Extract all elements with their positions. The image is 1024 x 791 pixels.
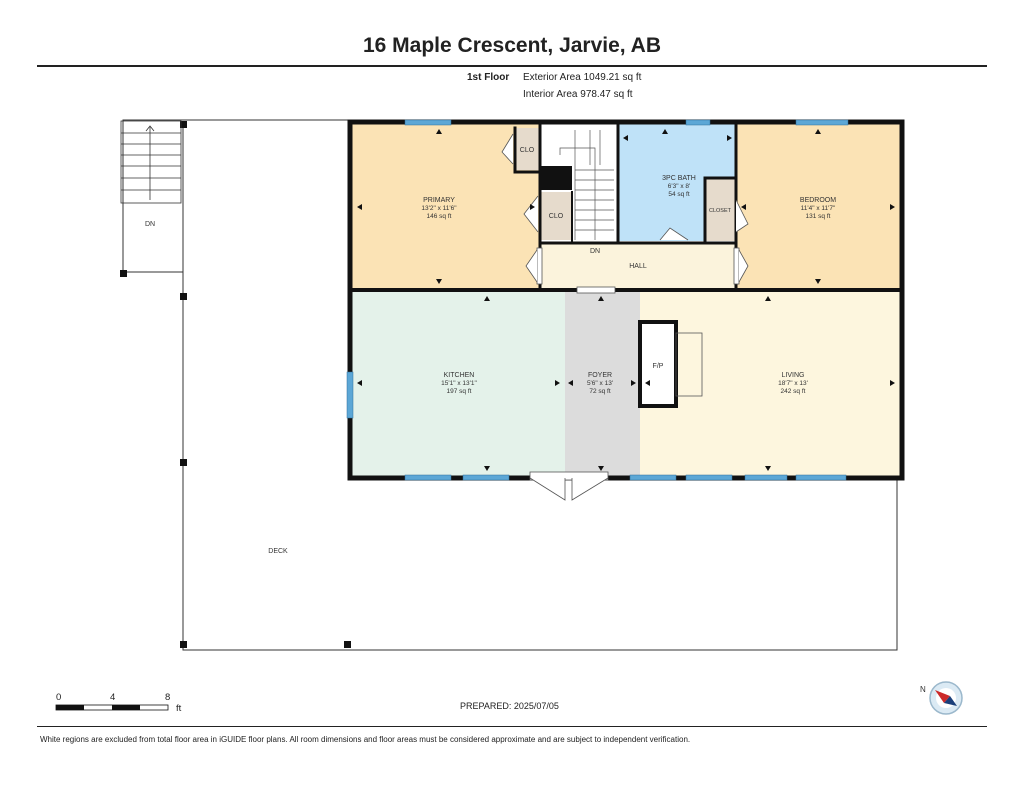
kitchen-room [352,292,565,476]
kitchen-dims: 15'1" x 13'1" [441,380,477,387]
primary-name: PRIMARY [423,197,455,204]
bedroom-area: 131 sq ft [806,213,831,220]
living-room [640,292,900,476]
header-rule [37,65,987,67]
clo2-name: CLO [549,213,564,220]
hall-name: HALL [629,263,647,270]
clo1-closet [515,128,541,170]
interior-area: Interior Area 978.47 sq ft [523,89,633,100]
kitchen-area: 197 sq ft [447,388,472,395]
foyer-room [565,292,640,476]
closet-closet [705,178,736,241]
prepared-date: PREPARED: 2025/07/05 [460,701,559,711]
clo1-name: CLO [520,147,535,154]
floor-label: 1st Floor [467,72,510,83]
dimension-ticks [357,129,895,471]
primary-area: 146 sq ft [427,213,452,220]
disclaimer: White regions are excluded from total fl… [40,735,691,744]
scale-bar [55,704,169,711]
exterior-area: Exterior Area 1049.21 sq ft [523,72,642,83]
bath-name: 3PC BATH [662,175,696,182]
living-dims: 18'7" x 13' [778,380,808,387]
bedroom-name: BEDROOM [800,197,836,204]
scale-tick-4: 4 [110,692,116,703]
hearth [675,332,703,397]
interior-stairs [559,130,614,240]
hall-room [540,244,736,289]
deck-posts [120,121,351,648]
stairs-dn-inner: DN [590,248,600,255]
doors [501,133,749,501]
stairs-dn-outer: DN [145,221,155,228]
room-labels: PRIMARY 13'2" x 11'6" 146 sq ft 3PC BATH… [145,147,836,555]
footer-rule [37,726,987,727]
page-title: 16 Maple Crescent, Jarvie, AB [362,34,662,57]
windows [346,119,849,481]
scale-unit: ft [176,703,182,714]
clo2-closet [540,192,572,240]
bedroom-room [736,124,900,289]
living-area: 242 sq ft [781,388,806,395]
kitchen-name: KITCHEN [444,372,475,379]
compass-icon: N [920,681,963,715]
scale-tick-0: 0 [56,692,62,703]
living-name: LIVING [782,372,805,379]
closet-name: CLOSET [709,208,732,214]
scale-tick-8: 8 [165,692,171,703]
fireplace-name: F/P [653,363,664,370]
primary-dims: 13'2" x 11'6" [421,205,457,212]
foyer-area: 72 sq ft [589,388,611,395]
foyer-name: FOYER [588,372,612,379]
foyer-dims: 5'6" x 13' [587,380,613,387]
bedroom-dims: 11'4" x 11'7" [801,205,836,212]
bath-dims: 6'3" x 8' [668,183,691,190]
compass-label: N [920,685,926,694]
bath-area: 54 sq ft [668,191,690,198]
stair-wall-block [540,166,572,190]
exterior-stairs [120,120,182,204]
deck-name: DECK [268,548,288,555]
